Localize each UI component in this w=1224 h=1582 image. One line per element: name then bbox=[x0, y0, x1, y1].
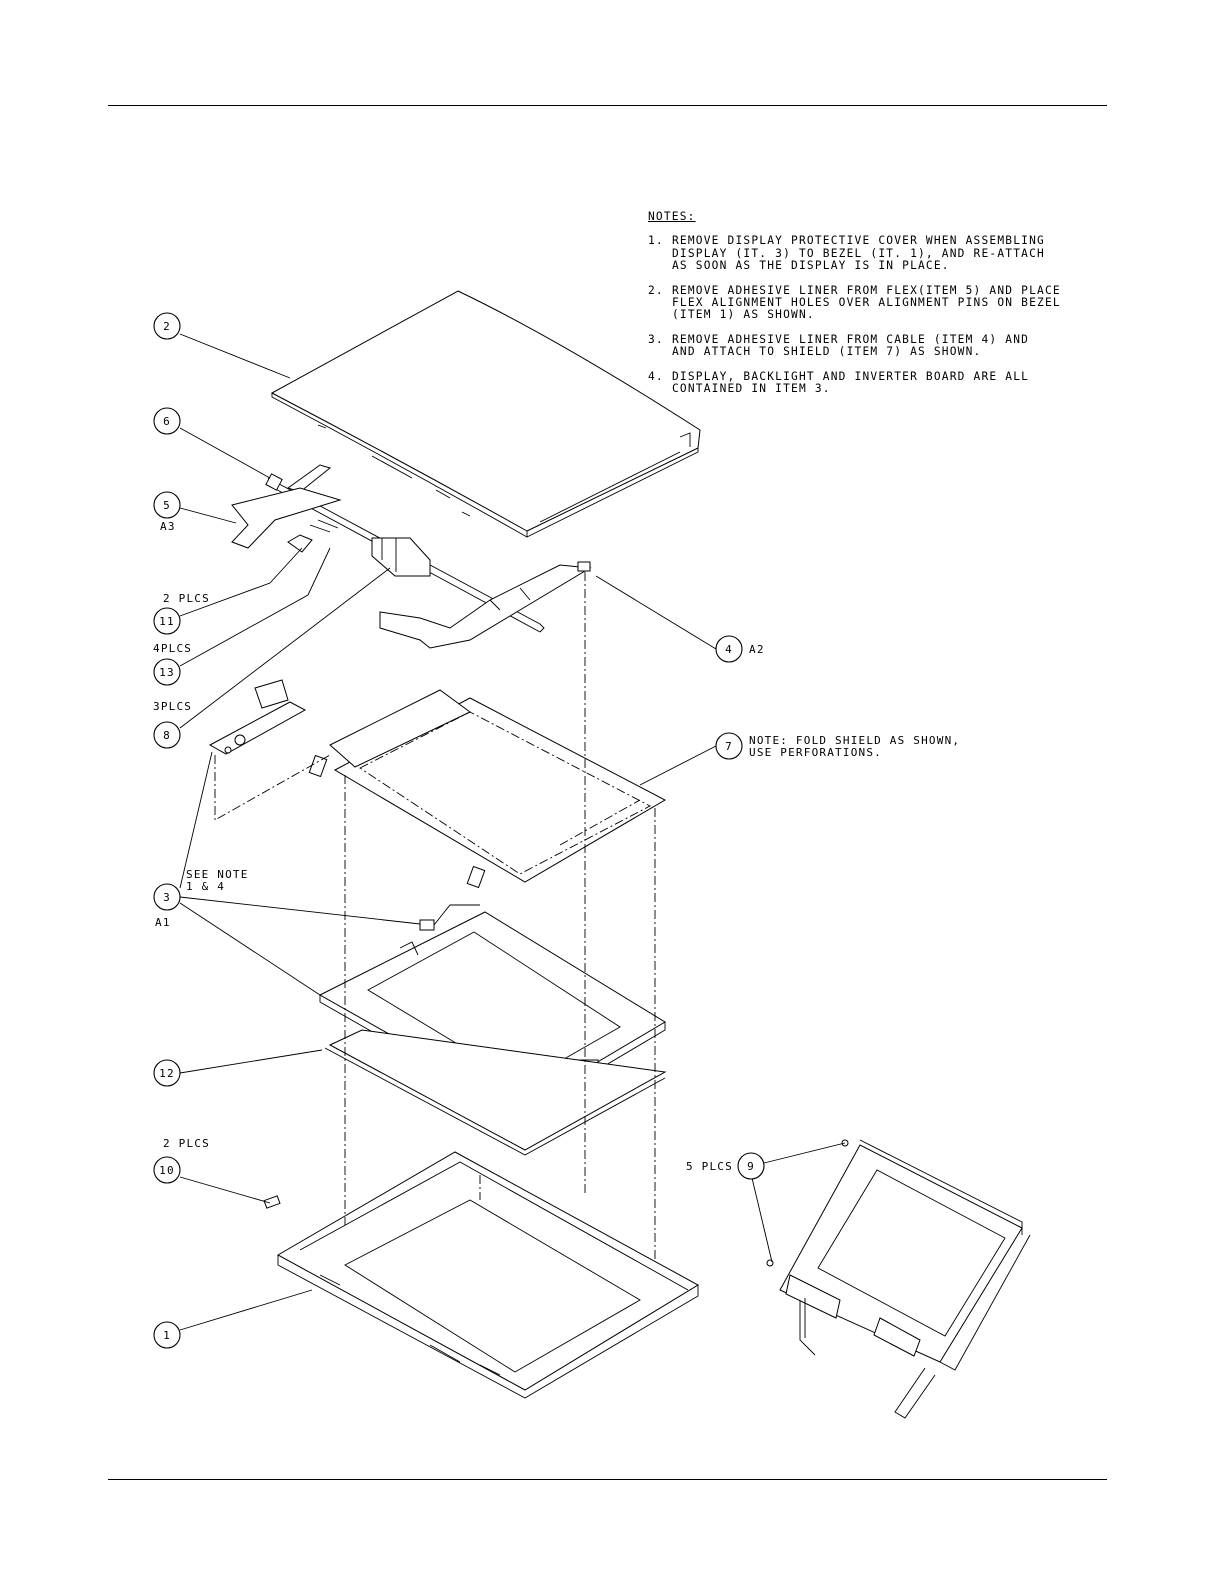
callout-3: 3 bbox=[153, 883, 181, 911]
alignment-lines bbox=[214, 572, 656, 1260]
callout-3-note-line1: SEE NOTE bbox=[186, 868, 249, 881]
note-number: 3. bbox=[648, 332, 664, 346]
callout-number: 13 bbox=[159, 666, 175, 679]
callout-number: 9 bbox=[747, 1160, 755, 1173]
callout-9-qty: 5 PLCS bbox=[686, 1160, 733, 1173]
callout-11: 11 bbox=[153, 607, 181, 635]
top-rule bbox=[108, 105, 1107, 106]
callout-number: 3 bbox=[163, 891, 171, 904]
note-text: REMOVE ADHESIVE LINER FROM CABLE (ITEM 4… bbox=[672, 332, 1030, 359]
callout-6: 6 bbox=[153, 407, 181, 435]
callout-number: 7 bbox=[725, 740, 733, 753]
leader-lines bbox=[179, 333, 846, 1331]
item-8-inverter-board bbox=[208, 679, 307, 755]
item-2-cover bbox=[270, 290, 701, 538]
callout-number: 5 bbox=[163, 499, 171, 512]
note-4: 4. DISPLAY, BACKLIGHT AND INVERTER BOARD … bbox=[648, 369, 1088, 396]
note-2: 2. REMOVE ADHESIVE LINER FROM FLEX(ITEM 5… bbox=[648, 283, 1088, 322]
callout-3-ref: A1 bbox=[155, 916, 171, 929]
note-1: 1. REMOVE DISPLAY PROTECTIVE COVER WHEN A… bbox=[648, 235, 1088, 272]
callout-2: 2 bbox=[153, 312, 181, 340]
notes-heading: NOTES: bbox=[648, 210, 696, 223]
item-12-plate bbox=[324, 1029, 667, 1156]
callout-5-ref: A3 bbox=[160, 520, 176, 533]
callout-7: 7 bbox=[715, 732, 743, 760]
callout-number: 10 bbox=[159, 1164, 175, 1177]
assembled-view bbox=[766, 1139, 1031, 1419]
note-text: REMOVE ADHESIVE LINER FROM FLEX(ITEM 5) … bbox=[672, 283, 1061, 322]
notes-block: NOTES: 1. REMOVE DISPLAY PROTECTIVE COVER… bbox=[648, 210, 1088, 407]
callout-8-qty: 3PLCS bbox=[153, 700, 192, 713]
callout-number: 11 bbox=[159, 615, 175, 628]
callout-3-note-line2: 1 & 4 bbox=[186, 880, 225, 893]
callout-8: 8 bbox=[153, 721, 181, 749]
item-7-shield bbox=[308, 689, 667, 889]
callout-number: 6 bbox=[163, 415, 171, 428]
note-number: 2. bbox=[648, 283, 664, 297]
callout-9: 9 bbox=[737, 1152, 765, 1180]
callout-10: 10 bbox=[153, 1156, 181, 1184]
callout-1: 1 bbox=[153, 1321, 181, 1349]
callout-number: 2 bbox=[163, 320, 171, 333]
note-number: 4. bbox=[648, 369, 664, 383]
callout-number: 12 bbox=[159, 1067, 175, 1080]
hinge-shaft-assembly bbox=[231, 464, 592, 649]
callout-number: 4 bbox=[725, 643, 733, 656]
callout-7-note-line1: NOTE: FOLD SHIELD AS SHOWN, bbox=[749, 734, 960, 747]
bottom-rule bbox=[108, 1479, 1107, 1480]
callout-13-qty: 4PLCS bbox=[153, 642, 192, 655]
callout-7-note-line2: USE PERFORATIONS. bbox=[749, 746, 882, 759]
note-number: 1. bbox=[648, 234, 664, 248]
callout-11-qty: 2 PLCS bbox=[163, 592, 210, 605]
item-1-bezel bbox=[263, 1151, 700, 1399]
callout-4: 4 bbox=[715, 635, 743, 663]
note-3: 3. REMOVE ADHESIVE LINER FROM CABLE (ITEM… bbox=[648, 332, 1088, 359]
callout-number: 8 bbox=[163, 729, 171, 742]
callout-12: 12 bbox=[153, 1059, 181, 1087]
callout-4-ref: A2 bbox=[749, 643, 765, 656]
note-text: DISPLAY, BACKLIGHT AND INVERTER BOARD AR… bbox=[672, 369, 1030, 396]
callout-13: 13 bbox=[153, 658, 181, 686]
callout-number: 1 bbox=[163, 1329, 171, 1342]
note-text: REMOVE DISPLAY PROTECTIVE COVER WHEN ASS… bbox=[672, 234, 1045, 273]
callout-10-qty: 2 PLCS bbox=[163, 1137, 210, 1150]
callout-5: 5 bbox=[153, 491, 181, 519]
